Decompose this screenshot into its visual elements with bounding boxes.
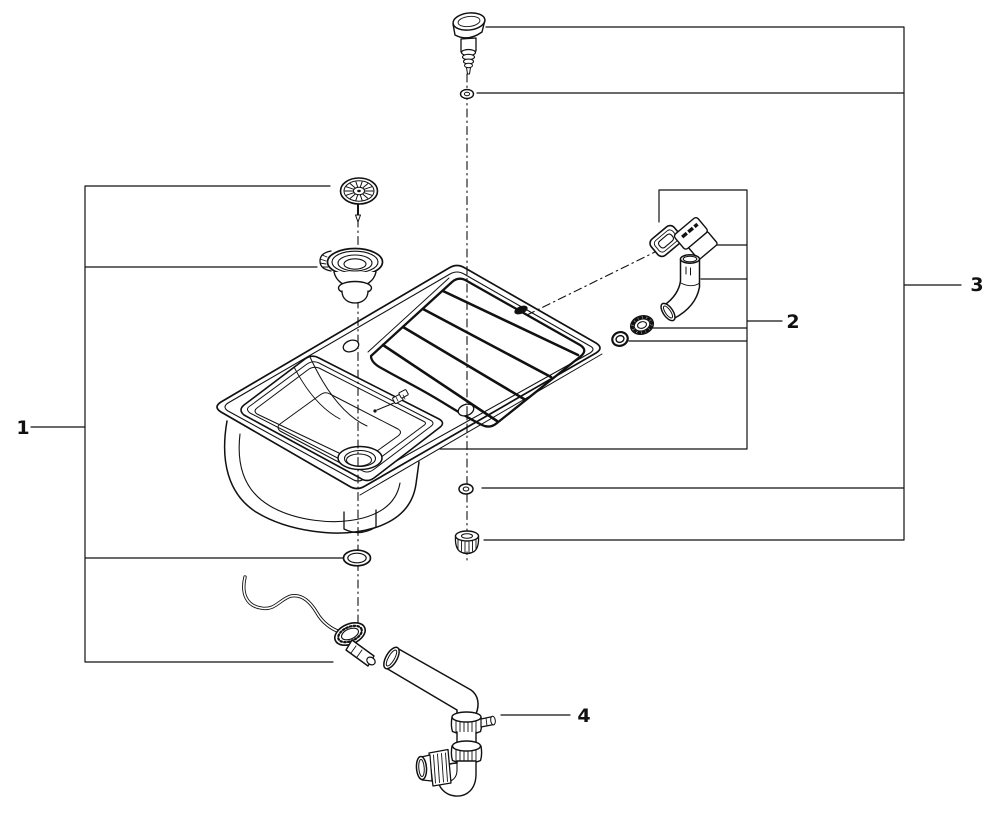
part-strainer-plug [339, 177, 379, 223]
sink-bowl [240, 355, 444, 482]
installation-mark-icon [373, 389, 409, 413]
drain-outlet-stub [343, 509, 377, 534]
hose-barb [480, 715, 496, 728]
overflow-axis-line [526, 250, 658, 316]
part-drain-actuator [242, 575, 376, 667]
part-control-knob [452, 12, 486, 75]
part-locknut [454, 530, 480, 555]
overflow-hole [514, 305, 528, 315]
tap-hole-left [342, 339, 360, 353]
callout-group-4: 4 [500, 705, 591, 727]
sink-with-drainboard [216, 264, 603, 534]
part-union-nut [629, 314, 655, 336]
callout-3-label: 3 [970, 274, 983, 296]
sink-deck-inner-rim [224, 271, 594, 482]
callout-2-label: 2 [786, 311, 799, 333]
callout-2-bracket [439, 189, 783, 450]
callout-group-2: 2 [439, 189, 800, 450]
center-axes [357, 73, 658, 642]
callout-1-label: 1 [16, 417, 29, 439]
part-o-ring [611, 330, 629, 348]
part-siphon-trap [383, 646, 496, 797]
callout-group-3: 3 [476, 26, 984, 541]
callout-4-label: 4 [577, 705, 590, 727]
sink-bowl-underbody [223, 420, 420, 534]
part-overflow-elbow [660, 254, 701, 322]
callout-group-1: 1 [16, 185, 344, 663]
part-washer-bottom [458, 483, 474, 495]
part-washer-top [459, 88, 475, 100]
part-sealing-ring [342, 549, 372, 567]
callout-1-bracket [30, 185, 344, 663]
callout-3-bracket [476, 26, 962, 541]
drainboard [367, 277, 586, 428]
drainboard-grooves [381, 289, 580, 423]
bowl-drain-hole [337, 445, 383, 471]
knob-mounting-hole [457, 403, 475, 417]
part-basket-strainer [319, 247, 384, 304]
part-overflow-cover [673, 216, 718, 260]
